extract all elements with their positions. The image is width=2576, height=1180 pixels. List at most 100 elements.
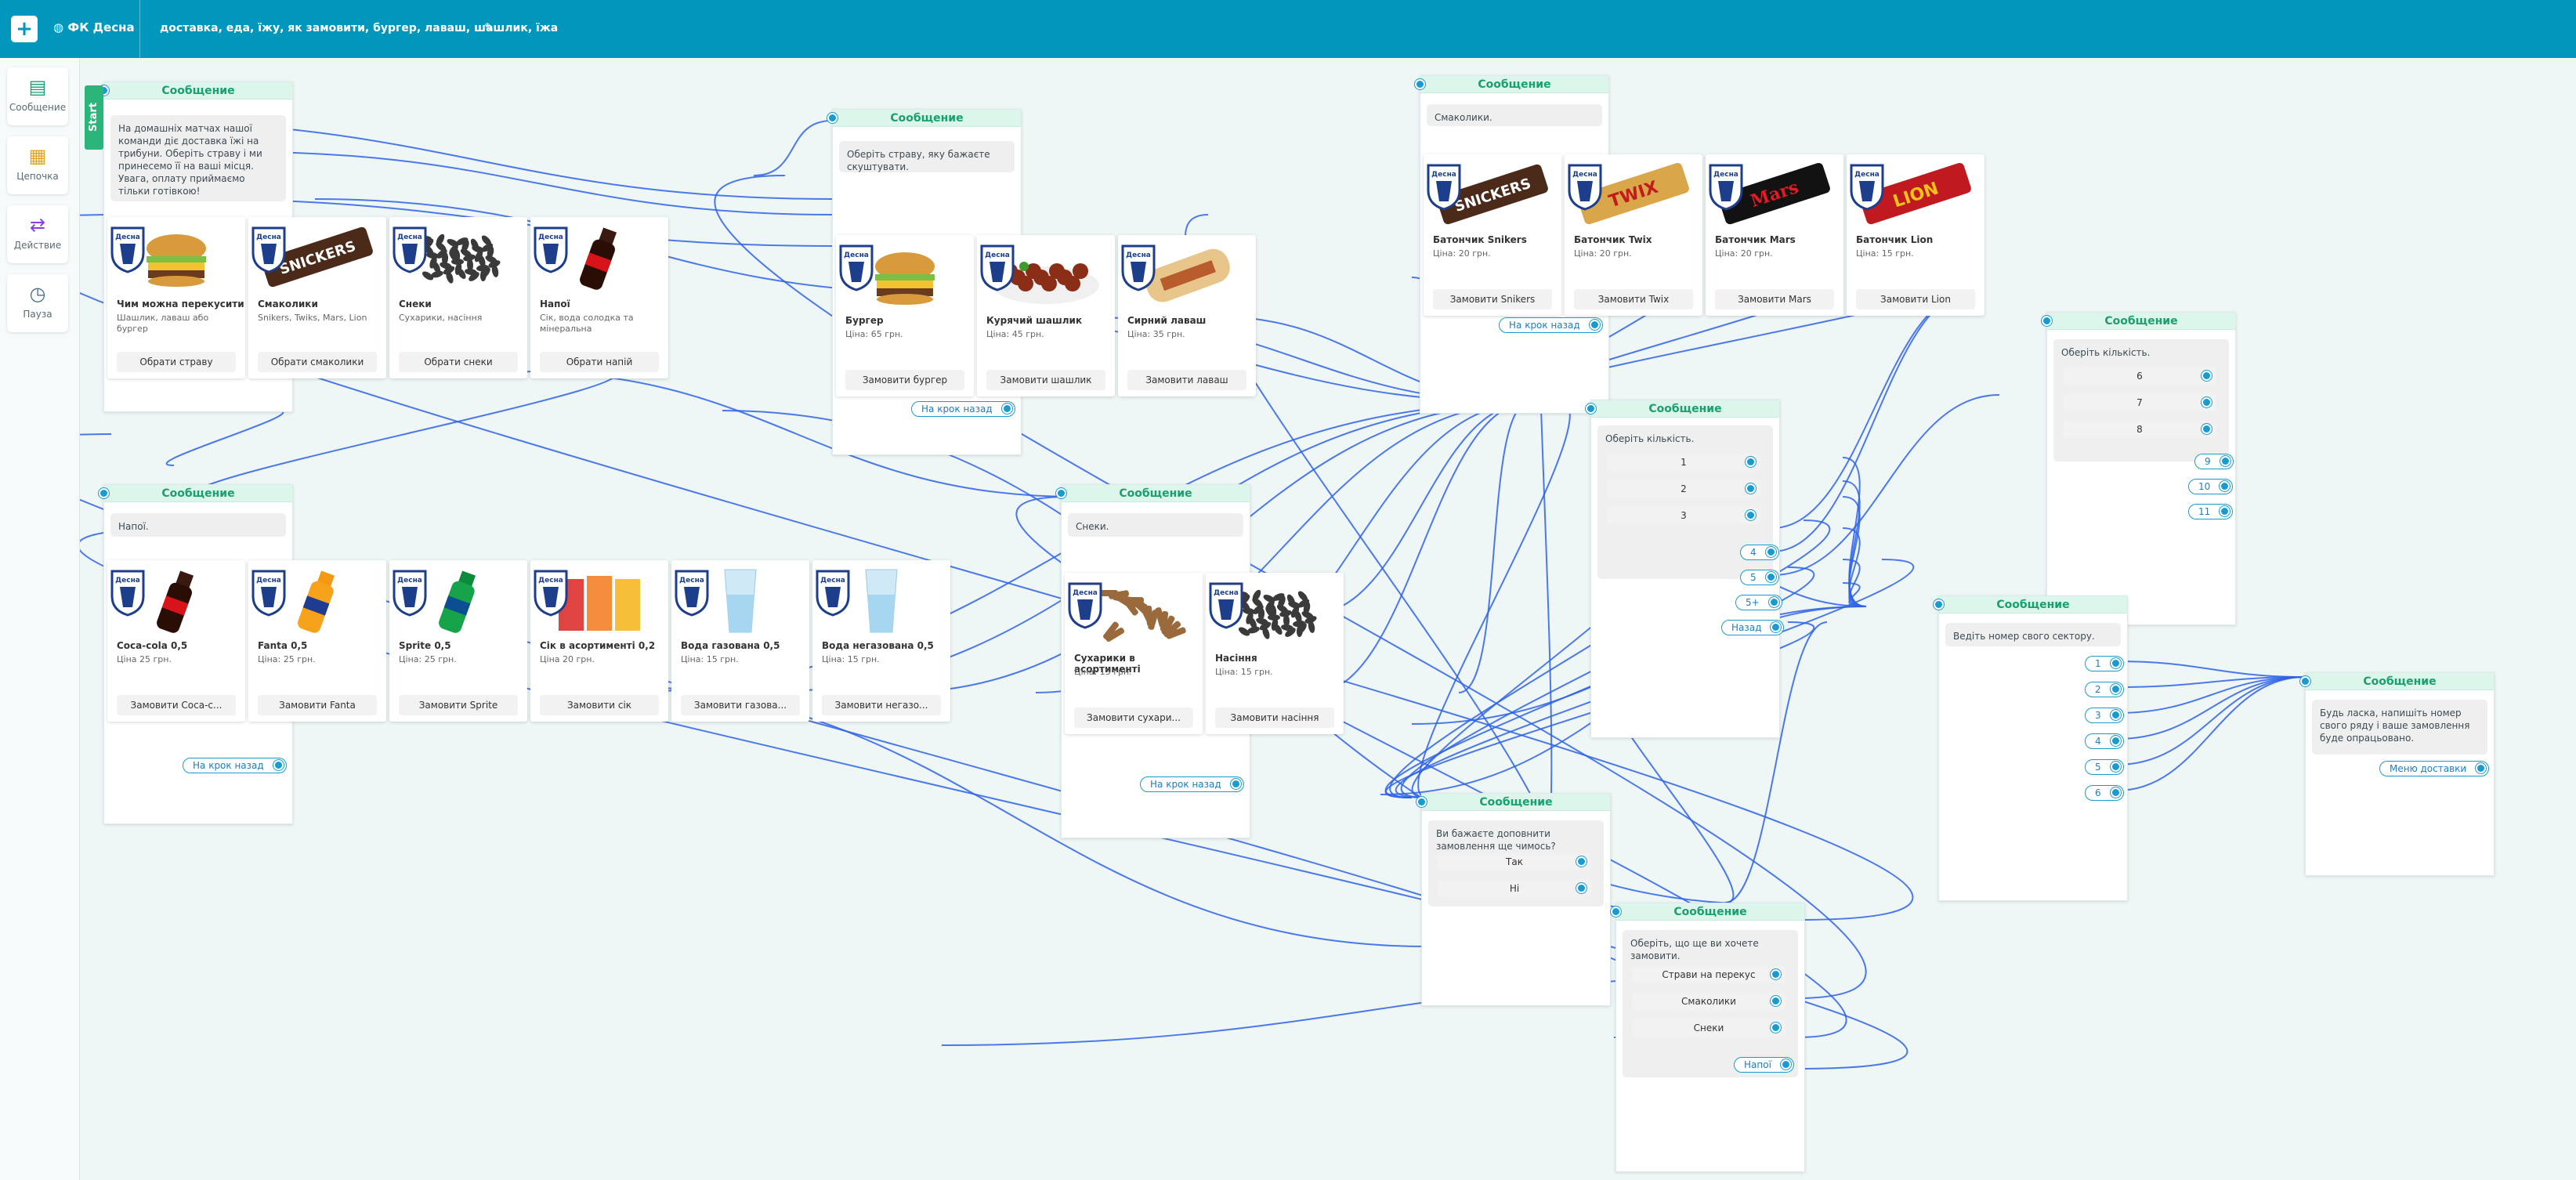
option-button[interactable]: 2	[1607, 480, 1760, 498]
option-button[interactable]: 7	[2063, 394, 2216, 411]
output-connector[interactable]	[1056, 488, 1066, 498]
output-connector[interactable]	[99, 488, 109, 498]
output-connector[interactable]	[2110, 787, 2121, 798]
output-connector[interactable]	[1771, 622, 1782, 632]
output-connector[interactable]	[1765, 547, 1776, 557]
card-order-button[interactable]: Замовити Lion	[1856, 289, 1975, 309]
card-order-button[interactable]: Замовити Twix	[1574, 289, 1693, 309]
card-order-button[interactable]: Замовити бургер	[845, 370, 964, 390]
quick-reply-button[interactable]: 5	[1740, 570, 1779, 585]
quick-reply-button[interactable]: Назад	[1721, 620, 1785, 635]
output-connector[interactable]	[1746, 510, 1756, 520]
output-connector[interactable]	[1415, 79, 1425, 89]
card-order-button[interactable]: Замовити негазо...	[822, 695, 941, 715]
card-order-button[interactable]: Замовити насіння	[1215, 708, 1334, 728]
output-connector[interactable]	[827, 113, 838, 123]
quick-reply-button[interactable]: 5+	[1735, 595, 1782, 610]
output-connector[interactable]	[1768, 597, 1779, 607]
output-connector[interactable]	[2202, 424, 2212, 434]
card-order-button[interactable]: Замовити Snikers	[1433, 289, 1552, 309]
back-button[interactable]: На крок назад	[1140, 776, 1244, 792]
quick-reply-button[interactable]: 5	[2085, 759, 2124, 775]
output-connector[interactable]	[2220, 481, 2230, 491]
card-order-button[interactable]: Замовити шашлик	[986, 370, 1105, 390]
output-connector[interactable]	[2220, 506, 2230, 516]
output-connector[interactable]	[2110, 710, 2121, 720]
tool-pause[interactable]: ◷Пауза	[7, 274, 68, 332]
card-order-button[interactable]: Обрати напій	[540, 352, 659, 372]
option-button[interactable]: 6	[2063, 367, 2216, 385]
card-order-button[interactable]: Замовити лаваш	[1127, 370, 1246, 390]
option-button[interactable]: Смаколики	[1632, 993, 1785, 1010]
output-connector[interactable]	[2110, 658, 2121, 668]
tool-chain[interactable]: ▦Цепочка	[7, 136, 68, 194]
output-connector[interactable]	[1746, 457, 1756, 467]
output-connector[interactable]	[2042, 316, 2052, 326]
output-connector[interactable]	[273, 760, 284, 770]
quick-reply-button[interactable]: Меню доставки	[2379, 761, 2490, 776]
output-connector[interactable]	[1416, 797, 1427, 807]
output-connector[interactable]	[1589, 320, 1600, 330]
quick-reply-button[interactable]: 1	[2085, 656, 2124, 671]
output-connector[interactable]	[2110, 762, 2121, 772]
output-connector[interactable]	[2300, 676, 2310, 686]
option-button[interactable]: Так	[1438, 853, 1591, 871]
output-connector[interactable]	[1771, 1023, 1781, 1033]
tool-message[interactable]: ▤Сообщение	[7, 67, 68, 125]
card-order-button[interactable]: Обрати смаколики	[258, 352, 377, 372]
quick-reply-button[interactable]: 11	[2188, 504, 2234, 519]
output-connector[interactable]	[2220, 456, 2230, 466]
option-button[interactable]: 3	[1607, 507, 1760, 524]
card-order-button[interactable]: Замовити Fanta	[258, 695, 377, 715]
card-order-button[interactable]: Замовити Coca-c...	[117, 695, 236, 715]
output-connector[interactable]	[1230, 779, 1241, 789]
quick-reply-button[interactable]: 3	[2085, 708, 2124, 723]
option-button[interactable]: 8	[2063, 421, 2216, 438]
card-order-button[interactable]: Обрати снеки	[399, 352, 518, 372]
card-order-button[interactable]: Замовити Sprite	[399, 695, 518, 715]
quick-reply-button[interactable]: 4	[2085, 733, 2124, 749]
card-order-button[interactable]: Замовити газова...	[681, 695, 800, 715]
output-connector[interactable]	[1576, 856, 1586, 867]
quick-reply-button[interactable]: 2	[2085, 682, 2124, 697]
quick-reply-button[interactable]: 6	[2085, 785, 2124, 801]
output-connector[interactable]	[1001, 404, 1012, 414]
output-connector[interactable]	[1765, 572, 1776, 582]
back-button[interactable]: На крок назад	[911, 401, 1015, 417]
card-order-button[interactable]: Замовити Mars	[1715, 289, 1834, 309]
output-connector[interactable]	[2202, 371, 2212, 381]
quick-reply-button[interactable]: 10	[2188, 479, 2234, 494]
option-button[interactable]: Страви на перекус	[1632, 966, 1785, 983]
output-connector[interactable]	[1611, 907, 1621, 917]
output-connector[interactable]	[2110, 684, 2121, 694]
app-logo-icon[interactable]: +	[11, 16, 38, 42]
option-button[interactable]: Ні	[1438, 880, 1591, 897]
quick-reply-button[interactable]: 9	[2194, 454, 2234, 469]
output-connector[interactable]	[1586, 404, 1596, 414]
card-order-button[interactable]: Обрати страву	[117, 352, 236, 372]
output-connector[interactable]	[2202, 397, 2212, 407]
quick-reply-button[interactable]: Напої	[1734, 1057, 1794, 1073]
output-connector[interactable]	[2110, 736, 2121, 746]
quick-reply-button[interactable]: 4	[1740, 545, 1779, 560]
tool-action[interactable]: ⇄Действие	[7, 205, 68, 263]
output-connector[interactable]	[1746, 483, 1756, 494]
option-button[interactable]: 1	[1607, 454, 1760, 471]
back-button[interactable]: На крок назад	[183, 758, 287, 773]
edit-pencil-icon[interactable]: ✎	[484, 20, 494, 34]
output-connector[interactable]	[1934, 599, 1944, 610]
back-button[interactable]: На крок назад	[1499, 317, 1603, 333]
output-connector[interactable]	[1771, 969, 1781, 979]
output-connector[interactable]	[1780, 1059, 1791, 1070]
